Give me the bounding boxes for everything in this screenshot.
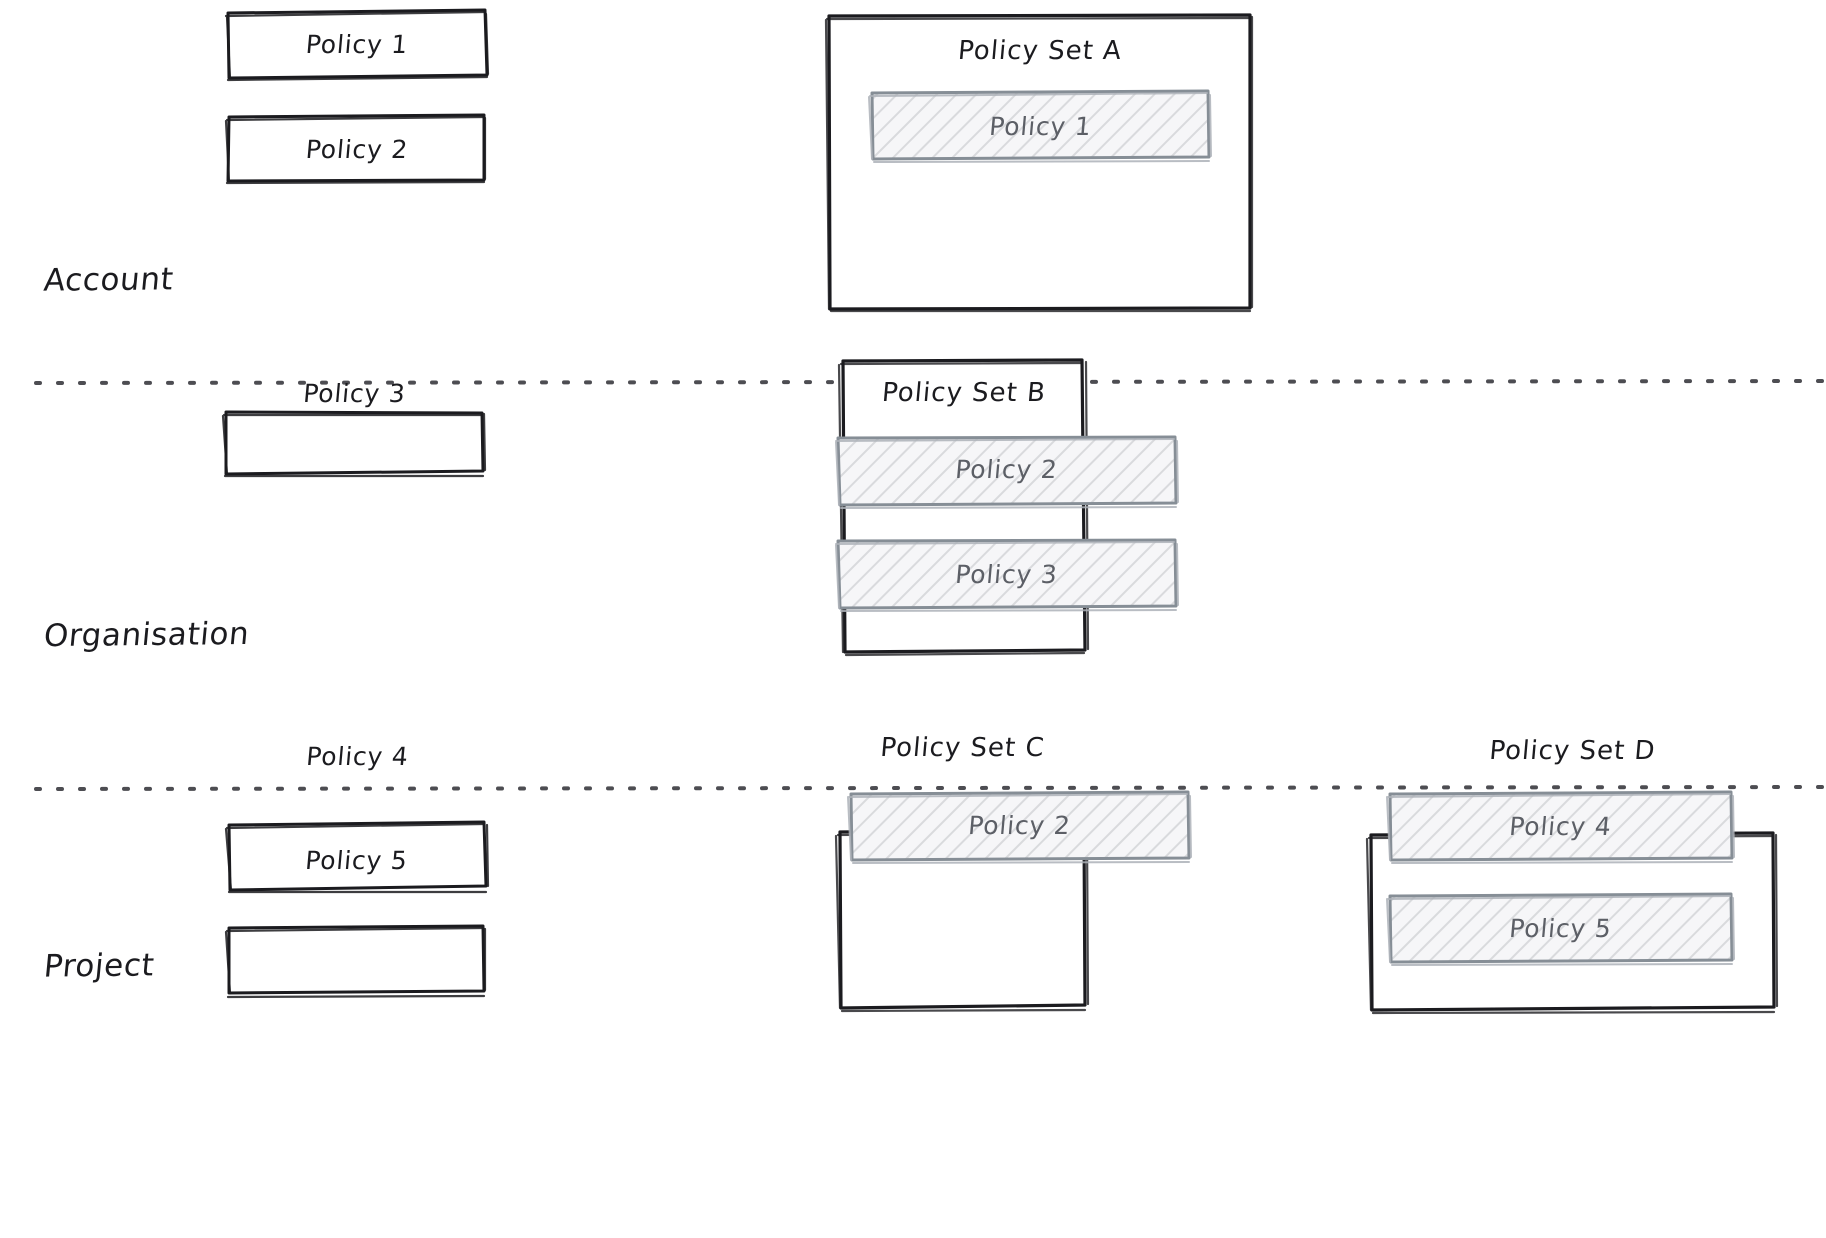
scope-label-organisation: Organisation [42,615,252,655]
scope-label-project: Project [42,947,157,985]
policy-chip-label-project-0-0: Policy 2 [967,811,1072,840]
policy-chip-outline-project-0-0 [847,790,1192,864]
policy-chip-label-organisation-0-1: Policy 3 [954,560,1059,589]
policy-box-outline-account-0 [224,8,490,82]
policy-label-account-1: Policy 2 [304,135,410,164]
policy-chip-label-account-0-0: Policy 1 [988,112,1093,141]
policy-set-title-project-1: Policy Set D [1488,736,1657,766]
policy-set-title-account-0: Policy Set A [956,36,1124,66]
policy-chip-outline-project-1-1 [1386,892,1735,966]
policy-set-title-project-0: Policy Set C [879,733,1046,763]
policy-chip-label-project-1-1: Policy 5 [1508,914,1613,943]
policy-label-project-1: Policy 5 [304,846,409,875]
policy-label-organisation-0: Policy 3 [302,379,407,408]
policy-box-outline-project-0 [224,820,490,894]
divider-organisation-project [34,785,1826,791]
policy-box-outline-project-1 [224,924,487,999]
policy-chip-label-organisation-0-0: Policy 2 [954,455,1059,484]
policy-label-account-0: Policy 1 [304,30,410,59]
policy-label-project-0: Policy 4 [305,742,410,771]
policy-set-title-organisation-0: Policy Set B [880,378,1048,408]
policy-chip-label-project-1-0: Policy 4 [1508,812,1613,841]
policy-box-outline-account-1 [224,113,487,185]
policy-chip-outline-organisation-0-0 [835,435,1179,509]
policy-chip-outline-organisation-0-1 [835,538,1179,612]
policy-chip-outline-account-0-0 [868,89,1212,163]
policy-chip-outline-project-1-0 [1386,790,1735,864]
policy-box-outline-organisation-0 [221,410,487,478]
scope-label-account: Account [42,261,176,299]
